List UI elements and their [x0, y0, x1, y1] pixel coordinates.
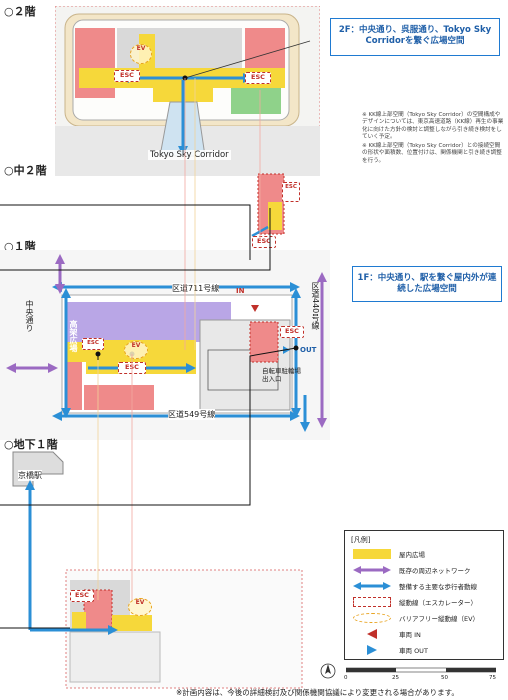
- chuo-dori-label: 中央通り: [25, 300, 34, 332]
- legend-item: 車両 OUT: [353, 643, 428, 657]
- road-440-label: 区道440号線: [311, 282, 320, 330]
- legend-item-label: 既存の周辺ネットワーク: [399, 567, 471, 575]
- callout-2f: 2F：中央通り、呉服通り、Tokyo Sky Corridorを繋ぐ広場空間: [330, 18, 500, 56]
- blue-triangle-icon: [353, 645, 391, 655]
- elevator-marker: EV: [128, 598, 152, 616]
- escalator-marker: ESC: [114, 70, 140, 82]
- elevator-marker: EV: [130, 44, 152, 64]
- legend-item: 車両 IN: [353, 627, 421, 641]
- floor-plan-b1f: [25, 480, 303, 689]
- vehicle-out-label: OUT: [300, 346, 317, 354]
- escalator-marker: ESC: [118, 362, 146, 374]
- legend-item-label: 車両 IN: [399, 631, 421, 639]
- legend-item: 屋内広場: [353, 547, 425, 561]
- escalator-marker: ESC: [282, 182, 300, 202]
- road-711-label: 区道711号線: [172, 283, 220, 294]
- legend-item-label: 縦動線（エスカレーター）: [399, 599, 477, 607]
- elevator-legend-icon: [353, 613, 391, 623]
- legend-item: 既存の周辺ネットワーク: [353, 563, 471, 577]
- legend-title: [凡例]: [351, 536, 371, 544]
- bike-parking-label: 自転車駐輪場出入口: [262, 367, 301, 383]
- floor-plan-1f: [0, 250, 330, 440]
- note-1: ※ KK線上部空間（Tokyo Sky Corridor）の空間構成やデザインに…: [362, 112, 504, 141]
- purple-arrow-icon: [353, 565, 391, 575]
- legend-item-label: 屋内広場: [399, 551, 425, 559]
- escalator-marker: ESC: [280, 326, 304, 338]
- escalator-marker: ESC: [245, 72, 271, 84]
- scale-label: 0: [344, 675, 348, 681]
- escalator-legend-icon: [353, 597, 391, 607]
- plaza-label: 高架広場: [69, 320, 78, 352]
- legend: [凡例] 屋内広場 既存の周辺ネットワーク 整備する主要な歩行者動線 縦動線（エ…: [344, 530, 504, 660]
- escalator-marker: ESC: [70, 590, 94, 602]
- legend-item: バリアフリー縦動線（EV）: [353, 611, 479, 625]
- red-triangle-icon: [353, 629, 391, 639]
- legend-item: 整備する主要な歩行者動線: [353, 579, 477, 593]
- road-549-label: 区道549号線: [168, 409, 216, 420]
- vehicle-in-label: IN: [236, 287, 245, 295]
- callout-1f: 1F：中央通り、駅を繋ぐ屋内外が連続した広場空間: [352, 266, 502, 302]
- scale-label: 75: [489, 675, 496, 681]
- legend-item-label: 整備する主要な歩行者動線: [399, 583, 477, 591]
- escalator-marker: ESC: [82, 338, 104, 350]
- sky-corridor-label: Tokyo Sky Corridor: [148, 150, 231, 160]
- legend-item-label: 車両 OUT: [399, 647, 428, 655]
- indoor-plaza-swatch: [353, 549, 391, 559]
- legend-item: 縦動線（エスカレーター）: [353, 595, 477, 609]
- footer-note: ※計画内容は、今後の詳細検討及び関係機関協議により変更される場合があります。: [176, 688, 459, 697]
- legend-item-label: バリアフリー縦動線（EV）: [399, 615, 480, 623]
- blue-arrow-icon: [353, 581, 391, 591]
- floor-label-2f: ○２階: [4, 5, 36, 18]
- scale-bar: [346, 667, 496, 673]
- elevator-marker: EV: [124, 341, 148, 359]
- floor-label-m2f: ○中２階: [4, 164, 47, 177]
- north-arrow-icon: [320, 663, 336, 679]
- escalator-marker: ESC: [252, 236, 276, 248]
- scale-label: 25: [392, 675, 399, 681]
- note-2: ※ KK線上部空間（Tokyo Sky Corridor）との接続空間の形状や面…: [362, 143, 502, 164]
- scale-label: 50: [441, 675, 448, 681]
